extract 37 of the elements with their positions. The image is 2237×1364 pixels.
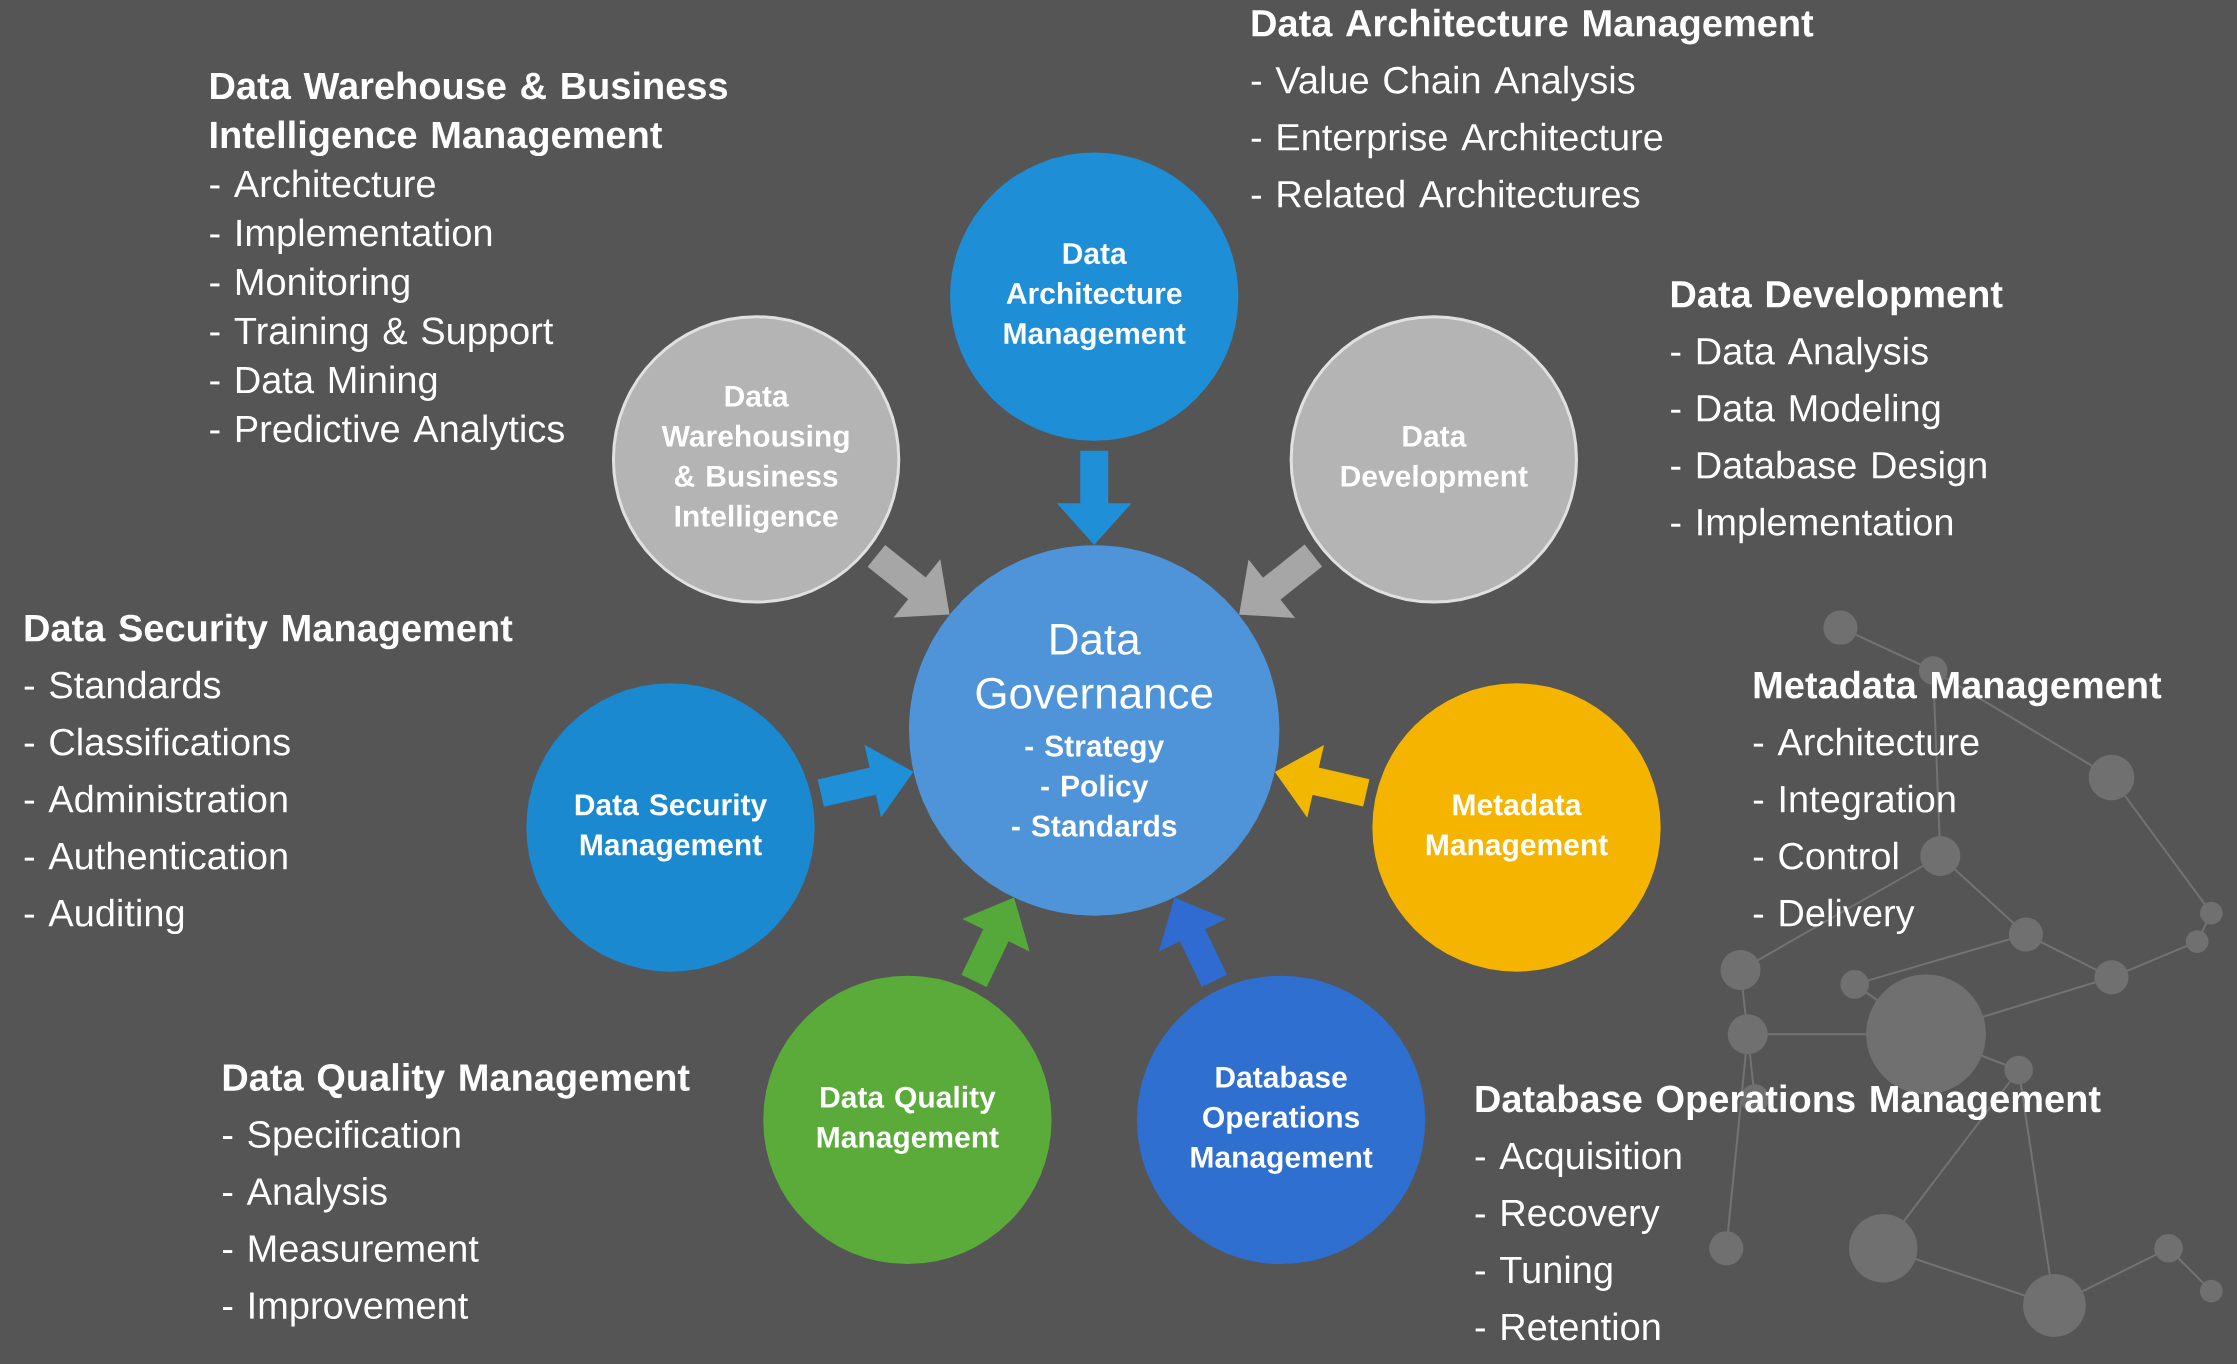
section-heading: Database Operations Management [1476,1084,2101,1121]
list-item: - Integration [1753,784,1955,821]
list-item: - Standards [24,670,221,699]
list-item: - Acquisition [1475,1141,1681,1177]
list-item: - Value Chain Analysis [1251,65,1635,102]
list-item: - Recovery [1475,1199,1660,1234]
list-item: - Predictive Analytics [210,414,564,450]
list-item: - Measurement [223,1235,479,1262]
list-item: - Classifications [24,727,290,756]
list-item: - Delivery [1753,898,1915,935]
list-item: - Authentication [24,841,287,870]
list-item: - Enterprise Architecture [1251,122,1663,159]
list-item: - Architecture [210,169,435,198]
list-item: - Architecture [1753,727,1979,756]
list-item: - Tuning [1475,1255,1612,1291]
list-item: - Administration [24,784,287,813]
list-item: - Implementation [210,218,492,254]
list-item: - Data Modeling [1671,393,1940,430]
section-heading: Metadata Management [1754,670,2162,707]
list-item: - Data Analysis [1671,336,1928,373]
list-item: - Improvement [223,1292,469,1327]
list-item: - Related Architectures [1251,179,1640,208]
list-item: - Auditing [24,898,184,935]
list-item: - Training & Support [210,316,554,352]
list-item: - Specification [223,1120,460,1156]
list-item: - Database Design [1671,450,1986,487]
list-item: - Data Mining [210,365,437,401]
list-item: - Monitoring [210,267,409,303]
list-item: - Control [1753,841,1898,870]
list-item: - Analysis [223,1177,387,1213]
list-item: - Retention [1475,1312,1660,1341]
section-heading: Data Security Management [25,613,513,650]
section-heading: Data Development [1671,279,2003,316]
list-item: - Implementation [1671,507,1953,544]
section-heading: Data Warehouse & Business Intelligence Management [211,71,728,157]
section-heading: Data Architecture Management [1252,8,1814,45]
section-heading: Data Quality Management [223,1063,690,1099]
